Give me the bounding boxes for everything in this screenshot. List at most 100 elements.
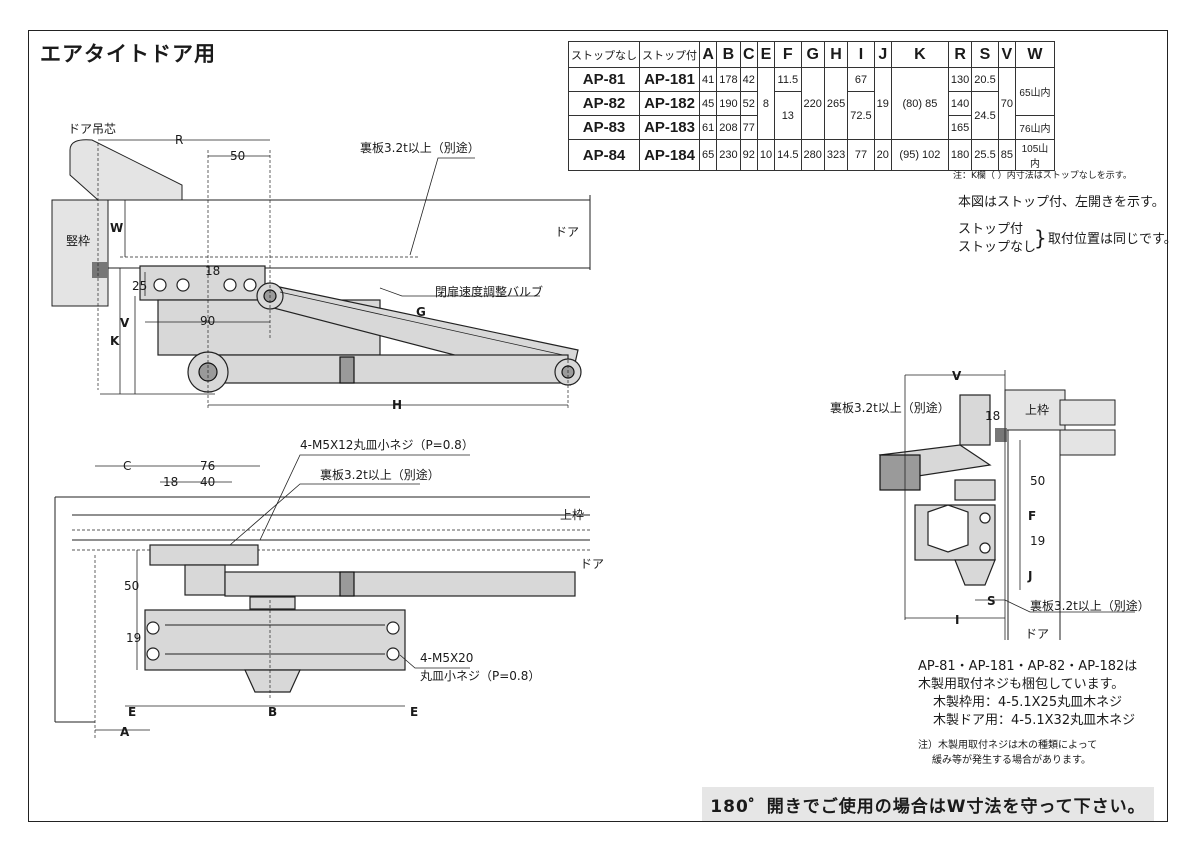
dim-18-front: 18 xyxy=(163,475,178,489)
door-label-front: ドア xyxy=(580,557,604,571)
dim-18-top: 18 xyxy=(205,264,220,278)
cell: 65 xyxy=(698,139,718,171)
top-view xyxy=(51,139,591,410)
dim-50-top: 50 xyxy=(230,149,245,163)
door-label-top: ドア xyxy=(555,225,579,239)
cell: 105山内 xyxy=(1014,139,1055,171)
screw-top-label: 4-M5X12丸皿小ネジ（P=0.8） xyxy=(300,438,474,452)
cell: 25.5 xyxy=(971,139,999,171)
cell: 165 xyxy=(947,115,973,140)
brace-glyph: } xyxy=(1034,226,1047,250)
dim-g: G xyxy=(416,305,426,319)
screw-hole xyxy=(176,278,190,292)
dim-r: R xyxy=(175,133,183,147)
th-b: B xyxy=(716,41,741,68)
dim-v-top: V xyxy=(120,316,130,330)
backing-label-front: 裏板3.2t以上（別途） xyxy=(320,467,440,482)
arm-front xyxy=(224,571,576,597)
dim-j: J xyxy=(1027,569,1032,583)
top-frame-label-side: 上枠 xyxy=(1025,403,1049,417)
bottom-warning-banner: 180゜開きでご使用の場合はW寸法を守って下さい。 xyxy=(702,787,1154,821)
cell: 265 xyxy=(823,67,849,140)
cell: 19 xyxy=(873,67,892,140)
backing-label-side: 裏板3.2t以上（別途） xyxy=(830,400,950,415)
drawing-frame xyxy=(28,30,1168,822)
cell: 45 xyxy=(698,91,718,116)
dim-w: W xyxy=(110,221,123,235)
cell: 230 xyxy=(716,139,741,171)
th-i: I xyxy=(847,41,875,68)
caution-line2: 緩み等が発生する場合があります。 xyxy=(932,755,1091,766)
screw-hole xyxy=(223,278,237,292)
th-f: F xyxy=(774,41,802,68)
table-row: AP-82 AP-182 45 190 52 13 72.5 140 24.5 xyxy=(568,91,1055,140)
caution-line1: 注）木製用取付ネジは木の種類によって xyxy=(918,740,1098,751)
top-bracket xyxy=(149,544,259,566)
dim-f-19-f: 19 xyxy=(126,631,141,645)
cell: 178 xyxy=(716,67,741,92)
k-column-note: 注：K欄（ ）内寸法はストップなしを示す。 xyxy=(953,171,1132,181)
cell: AP-83 xyxy=(568,115,640,140)
door-center-label: ドア吊芯 xyxy=(68,122,116,136)
screw-hole xyxy=(243,278,257,292)
screw-bot-label2: 丸皿小ネジ（P=0.8） xyxy=(420,669,540,683)
screws-note-title: AP-81・AP-181・AP-82・AP-182は xyxy=(918,659,1138,674)
top-frame-label-front: 上枠 xyxy=(560,508,584,522)
screws-note-line2: 木製用取付ネジも梱包しています。 xyxy=(918,677,1125,692)
spec-table: ストップなし ストップ付 A B C E F G H I J K R S V W… xyxy=(568,41,1055,171)
forearm xyxy=(207,354,569,384)
valve-nose xyxy=(244,669,301,693)
dim-e-left: E xyxy=(128,705,136,719)
door-label-side: ドア xyxy=(1025,627,1049,641)
cell: 208 xyxy=(716,115,741,140)
cell: 14.5 xyxy=(774,139,802,171)
dim-k: K xyxy=(110,334,120,348)
cell: AP-183 xyxy=(639,115,700,140)
same-position-note: 取付位置は同じです。 xyxy=(1048,232,1177,247)
th-h: H xyxy=(823,41,849,68)
th-g: G xyxy=(800,41,825,68)
dim-b: B xyxy=(268,705,277,719)
table-row: AP-83 AP-183 61 208 77 165 76山内 xyxy=(568,115,1055,140)
cell: 190 xyxy=(716,91,741,116)
backing-label-top: 裏板3.2t以上（別途） xyxy=(360,140,480,155)
dim-c: C xyxy=(123,459,131,473)
dim-25: 25 xyxy=(132,279,147,293)
closer-body-front xyxy=(144,609,406,671)
cell: 323 xyxy=(823,139,849,171)
valve-label: 閉扉速度調整バルブ xyxy=(435,284,543,299)
screws-note-line3: 木製枠用：4-5.1X25丸皿木ネジ xyxy=(933,695,1123,710)
cell: 67 xyxy=(847,67,875,92)
dim-76: 76 xyxy=(200,459,215,473)
dim-f-side: F xyxy=(1028,509,1036,523)
cell: 77 xyxy=(847,139,875,171)
cell: 24.5 xyxy=(971,91,999,140)
vertical-frame-shape xyxy=(51,199,109,307)
dim-s: S xyxy=(987,594,996,608)
dim-v-side: V xyxy=(952,369,962,383)
stop-with-label: ストップ付 xyxy=(958,222,1024,237)
cell: 85 xyxy=(997,139,1016,171)
cell: 220 xyxy=(800,67,825,140)
cell: (95) 102 xyxy=(890,139,949,171)
dim-18-side: 18 xyxy=(985,409,1000,423)
stop-without-label: ストップなし xyxy=(958,240,1037,255)
side-view xyxy=(878,370,1135,640)
screw-bot-label1: 4-M5X20 xyxy=(420,651,473,665)
cell: 20 xyxy=(873,139,892,171)
cell: AP-84 xyxy=(568,139,640,171)
side-pivot xyxy=(879,454,921,491)
screws-note-line4: 木製ドア用：4-5.1X32丸皿木ネジ xyxy=(933,713,1136,728)
front-view xyxy=(54,454,590,740)
dim-e-right: E xyxy=(410,705,418,719)
th-s: S xyxy=(971,41,999,68)
arm-pivot xyxy=(184,564,226,596)
cell: AP-184 xyxy=(639,139,700,171)
figure-note: 本図はストップ付、左開きを示す。 xyxy=(958,195,1165,210)
cell: 13 xyxy=(774,91,802,140)
dim-i: I xyxy=(955,613,959,627)
th-k: K xyxy=(890,41,949,68)
dim-40: 40 xyxy=(200,475,215,489)
cell: 20.5 xyxy=(971,67,999,92)
